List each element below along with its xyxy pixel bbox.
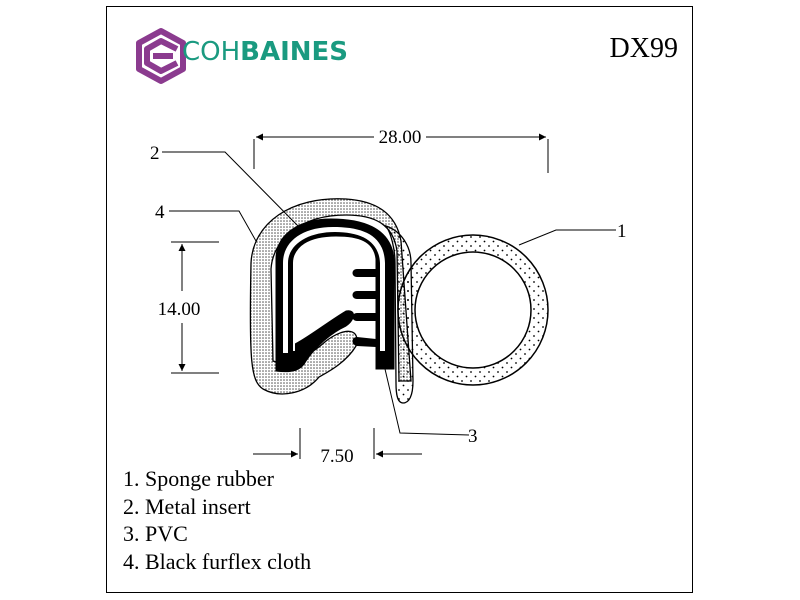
sponge-bulb [397,234,549,386]
logo-mark-icon [136,28,186,84]
legend-item: 1. Sponge rubber [123,466,274,491]
callout-3: 3 [468,426,478,447]
width-label: 28.00 [379,127,422,148]
dimension-slot: 7.50 [253,428,422,467]
height-label: 14.00 [158,299,201,320]
product-code: DX99 [609,33,678,64]
slot-label: 7.50 [320,446,353,467]
callout-1: 1 [617,221,627,242]
drawing-sheet: COHBAINES DX99 [106,6,693,593]
legend-item: 3. PVC [123,521,188,546]
legend-item: 4. Black furflex cloth [123,548,312,574]
dimension-width: 28.00 [253,127,549,173]
cohbaines-logo [136,28,186,84]
legend-item: 2. Metal insert [123,493,251,519]
gripping-fingers [352,269,376,347]
leader-lines [162,151,616,436]
metal-insert [283,227,385,353]
pvc-u-channel [275,218,395,373]
callout-4: 4 [155,202,165,223]
dimension-height: 14.00 [158,241,219,374]
brand-name-light: COH [182,37,241,67]
material-legend: 1. Sponge rubber 2. Metal insert 3. PVC … [123,465,311,575]
profile-drawing: 28.00 14.00 7.50 2 4 1 3 [150,127,627,467]
furflex-cloth-layer [249,198,412,395]
callout-2: 2 [150,143,160,164]
brand-wordmark: COHBAINES [182,37,348,67]
brand-name-bold: BAINES [240,37,349,67]
